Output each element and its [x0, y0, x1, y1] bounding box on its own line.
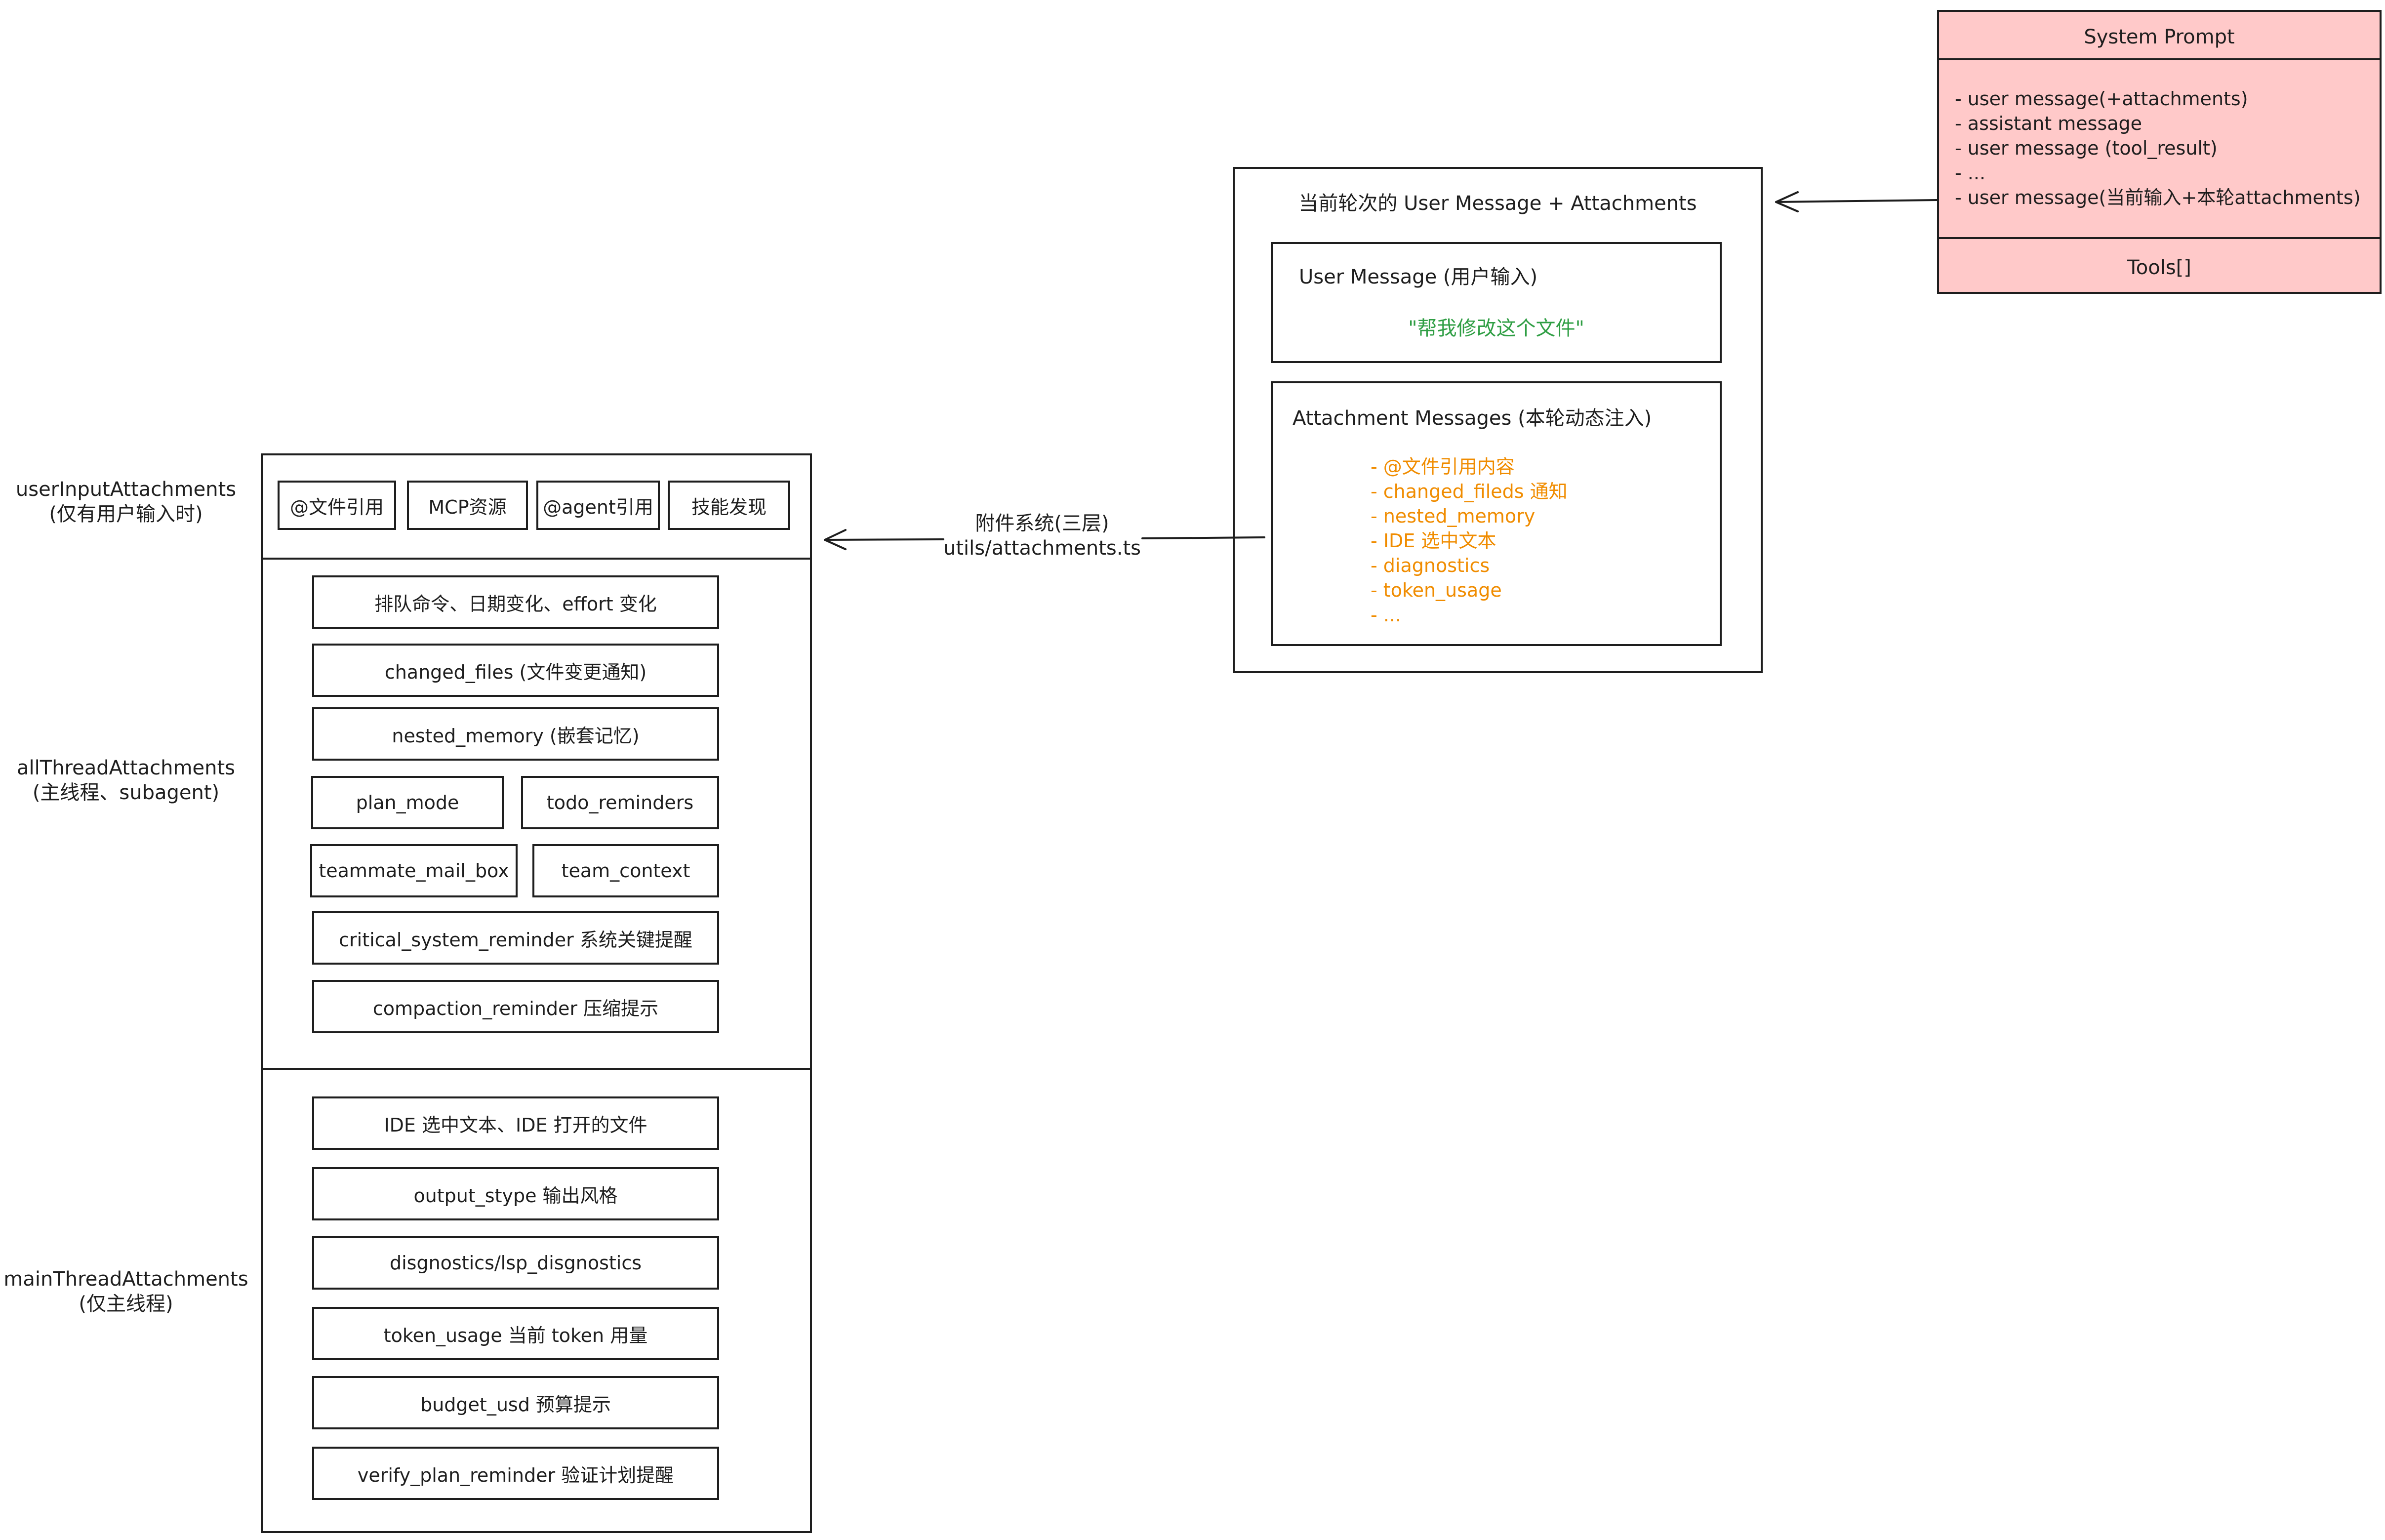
all-thread-item-nested-memory: nested_memory (嵌套记忆): [312, 707, 719, 761]
attachment-item-6: - token_usage: [1371, 579, 1502, 601]
main-thread-section: [261, 1068, 812, 1533]
system-prompt-panel: [1937, 10, 2382, 294]
all-thread-item-queue: 排队命令、日期变化、effort 变化: [312, 575, 719, 629]
user-input-item-skill: 技能发现: [668, 481, 790, 530]
attachment-item-5: - diagnostics: [1371, 555, 1490, 576]
attachment-item-2: - changed_fileds 通知: [1371, 481, 1568, 502]
system-prompt-divider-top: [1937, 58, 2382, 60]
all-thread-item-changed-files: changed_files (文件变更通知): [312, 644, 719, 697]
user-input-item-mcp: MCP资源: [407, 481, 528, 530]
attachment-item-3: - nested_memory: [1371, 505, 1536, 527]
all-thread-label-line2: (主线程、subagent): [32, 781, 220, 804]
system-prompt-divider-bottom: [1937, 237, 2382, 239]
user-message-box: [1271, 242, 1722, 363]
main-thread-item-budget: budget_usd 预算提示: [312, 1376, 719, 1429]
main-thread-item-token-usage: token_usage 当前 token 用量: [312, 1307, 719, 1360]
all-thread-item-teammate-mail: teammate_mail_box: [310, 844, 518, 897]
current-turn-title: 当前轮次的 User Message + Attachments: [1298, 192, 1697, 215]
all-thread-item-plan-mode: plan_mode: [311, 776, 504, 829]
main-thread-label-line1: mainThreadAttachments: [3, 1268, 248, 1291]
user-input-label-line2: (仅有用户输入时): [49, 503, 203, 526]
all-thread-item-critical-reminder: critical_system_reminder 系统关键提醒: [312, 911, 719, 965]
main-thread-label-line2: (仅主线程): [79, 1293, 173, 1315]
system-prompt-message-4: - ...: [1955, 162, 1986, 184]
system-prompt-message-5: - user message(当前输入+本轮attachments): [1955, 187, 2361, 208]
attachment-messages-title: Attachment Messages (本轮动态注入): [1293, 407, 1652, 430]
arrowhead-attachment-system-to-layers: [824, 529, 847, 550]
arrowhead-system-to-current: [1775, 191, 1799, 212]
user-input-item-file-ref: @文件引用: [278, 481, 396, 530]
attachment-item-7: - ...: [1371, 604, 1402, 626]
attachment-messages-box: [1271, 381, 1722, 646]
main-thread-item-output-style: output_stype 输出风格: [312, 1167, 719, 1220]
main-thread-item-verify-plan: verify_plan_reminder 验证计划提醒: [312, 1447, 719, 1500]
user-message-title: User Message (用户输入): [1299, 266, 1538, 288]
system-prompt-tools: Tools[]: [2127, 256, 2191, 279]
main-thread-item-diagnostics: disgnostics/lsp_disgnostics: [312, 1236, 719, 1290]
attachment-item-4: - IDE 选中文本: [1371, 530, 1496, 552]
system-prompt-message-1: - user message(+attachments): [1955, 88, 2248, 110]
system-prompt-message-2: - assistant message: [1955, 113, 2142, 134]
system-prompt-message-3: - user message (tool_result): [1955, 137, 2218, 159]
all-thread-item-todo-reminders: todo_reminders: [521, 776, 719, 829]
all-thread-label-line1: allThreadAttachments: [17, 757, 235, 779]
arrow-system-to-current: [1775, 199, 1938, 203]
arrow-current-to-attachment-system: [1141, 536, 1265, 539]
all-thread-item-team-context: team_context: [532, 844, 719, 897]
attachment-item-1: - @文件引用内容: [1371, 456, 1515, 478]
user-input-label-line1: userInputAttachments: [15, 478, 237, 501]
attachment-system-line1: 附件系统(三层): [975, 512, 1109, 535]
user-message-quote: "帮我修改这个文件": [1408, 317, 1584, 340]
user-input-item-agent-ref: @agent引用: [536, 481, 660, 530]
current-turn-panel: [1233, 167, 1763, 673]
all-thread-item-compaction-reminder: compaction_reminder 压缩提示: [312, 980, 719, 1033]
attachment-system-line2: utils/attachments.ts: [943, 537, 1141, 560]
system-prompt-title: System Prompt: [2084, 26, 2235, 48]
arrow-attachment-system-to-layers: [824, 538, 944, 541]
main-thread-item-ide: IDE 选中文本、IDE 打开的文件: [312, 1096, 719, 1150]
